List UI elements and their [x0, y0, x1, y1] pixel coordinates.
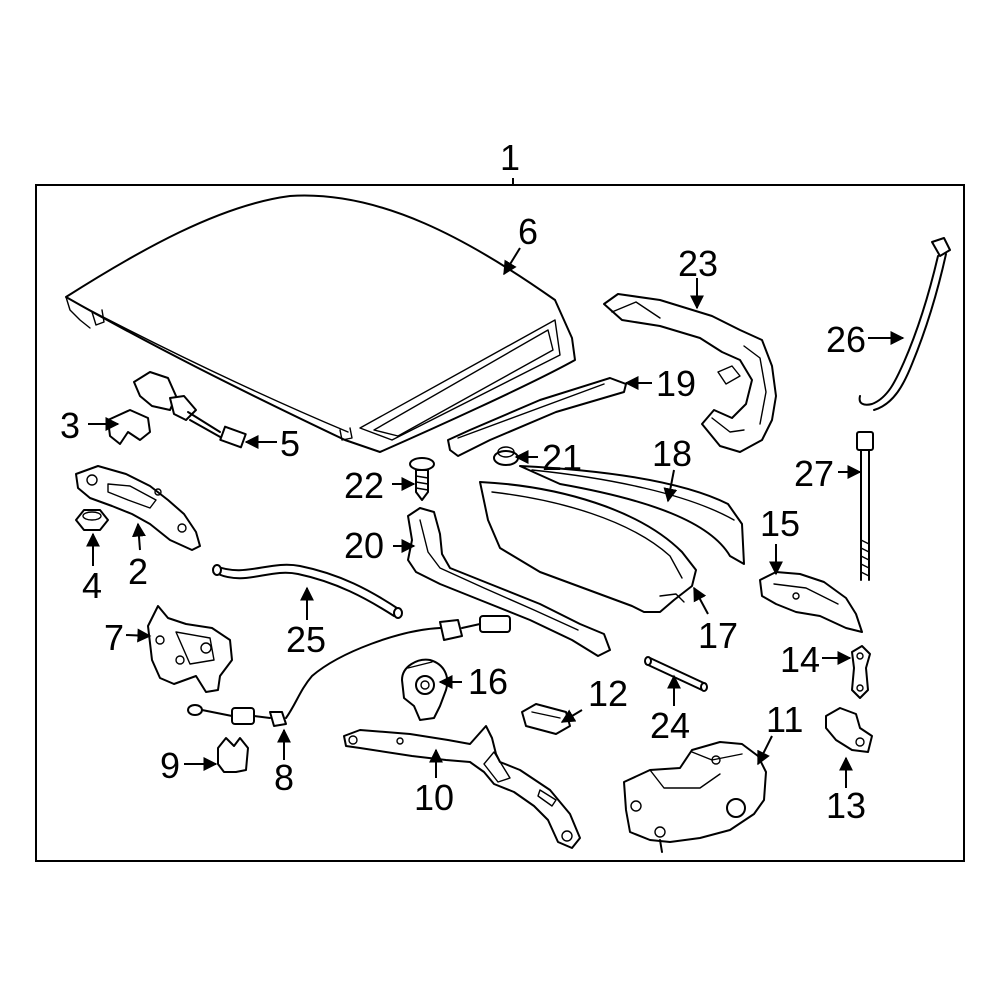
callout-21: 21 — [542, 437, 582, 478]
callout-7: 7 — [104, 617, 124, 658]
part-14-link — [851, 645, 871, 699]
part-8-cable — [187, 615, 511, 727]
callout-22: 22 — [344, 465, 384, 506]
callout-11: 11 — [766, 699, 803, 740]
callout-14: 14 — [780, 639, 820, 680]
part-27-bolt — [856, 431, 874, 581]
leader-12 — [560, 709, 583, 723]
part-18-trim — [519, 465, 745, 565]
part-26-cable — [858, 237, 951, 411]
callout-20: 20 — [344, 525, 384, 566]
part-13-hook-bracket — [825, 707, 873, 753]
callout-18: 18 — [652, 433, 692, 474]
part-23-side-rail — [603, 293, 777, 453]
leader-6 — [503, 247, 521, 276]
leader-17 — [693, 586, 709, 615]
part-3-clip — [107, 409, 151, 445]
leader-18 — [663, 469, 678, 503]
part-25-hose — [212, 563, 403, 619]
part-21-grommet — [493, 446, 519, 466]
part-4-nut — [75, 509, 109, 531]
callout-25: 25 — [286, 619, 326, 660]
callout-3: 3 — [60, 405, 80, 446]
leader-2 — [131, 522, 146, 551]
part-12-latch-cover — [521, 703, 571, 735]
part-6-roof-panel — [65, 194, 576, 453]
part-2-hinge-bracket — [75, 465, 201, 551]
callout-13: 13 — [826, 785, 866, 826]
leader-lines — [86, 178, 905, 788]
assembly-frame — [35, 184, 965, 862]
part-22-screw — [409, 457, 435, 501]
part-19-strip — [447, 377, 627, 457]
part-16-actuator — [401, 658, 449, 721]
callout-24: 24 — [650, 705, 690, 746]
callout-8: 8 — [274, 757, 294, 798]
callout-10: 10 — [414, 777, 454, 818]
callout-4: 4 — [82, 565, 102, 606]
part-11-drive-unit — [623, 741, 767, 853]
leader-11 — [757, 735, 773, 766]
callout-labels: 1 6 23 26 3 5 19 21 18 22 27 2 4 15 20 2… — [60, 137, 866, 826]
part-10-link-arm — [343, 725, 581, 849]
callout-12: 12 — [588, 673, 628, 714]
part-7-latch-bracket — [147, 605, 233, 693]
callout-27: 27 — [794, 453, 834, 494]
callout-17: 17 — [698, 615, 738, 656]
part-15-bracket — [759, 571, 863, 633]
callout-6: 6 — [518, 211, 538, 252]
part-17-panel — [479, 481, 697, 613]
callout-2: 2 — [128, 551, 148, 592]
part-24-rod — [644, 656, 708, 692]
callout-9: 9 — [160, 745, 180, 786]
part-5-sensor — [133, 371, 247, 449]
callout-19: 19 — [656, 363, 696, 404]
part-20-seal — [407, 507, 611, 657]
callout-23: 23 — [678, 243, 718, 284]
leader-7 — [125, 628, 152, 643]
callout-1: 1 — [500, 137, 520, 178]
callout-15: 15 — [760, 503, 800, 544]
callout-26: 26 — [826, 319, 866, 360]
callout-5: 5 — [280, 423, 300, 464]
callout-16: 16 — [468, 661, 508, 702]
part-9-clip — [217, 737, 249, 773]
